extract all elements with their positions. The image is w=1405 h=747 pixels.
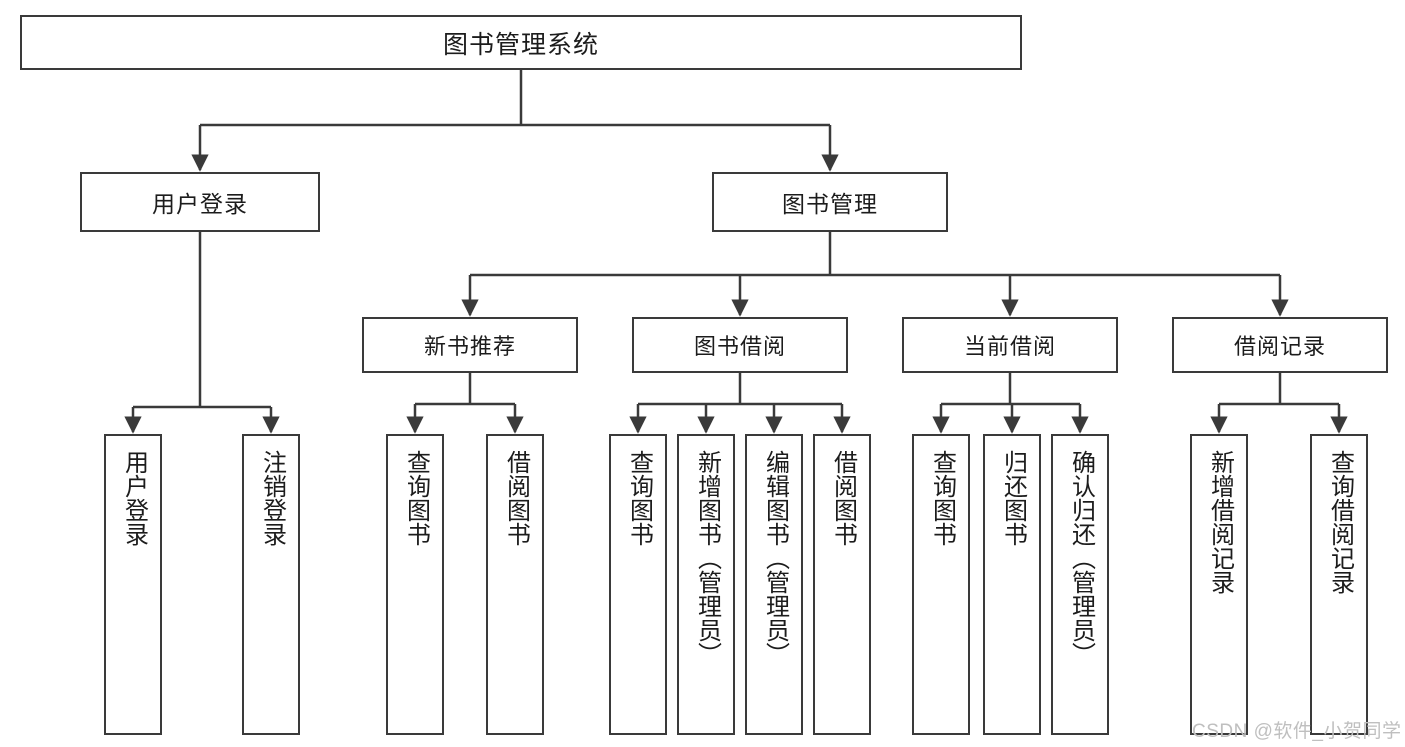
node-current_borrow[interactable]: 当前借阅 bbox=[902, 317, 1118, 373]
node-borrow_record[interactable]: 借阅记录 bbox=[1172, 317, 1388, 373]
node-label: 当前借阅 bbox=[963, 334, 1056, 359]
node-leaf_add_book[interactable]: 新增图书（管理员） bbox=[677, 434, 735, 735]
node-leaf_logout[interactable]: 注销登录 bbox=[242, 434, 300, 735]
node-book_mgmt[interactable]: 图书管理 bbox=[712, 172, 948, 232]
node-leaf_edit_book[interactable]: 编辑图书（管理员） bbox=[745, 434, 803, 735]
node-label: 用户登录 bbox=[152, 191, 248, 217]
node-leaf_user_login[interactable]: 用户登录 bbox=[104, 434, 162, 735]
node-label: 确认归还（管理员） bbox=[1067, 450, 1095, 666]
node-leaf_query_book_1[interactable]: 查询图书 bbox=[386, 434, 444, 735]
node-label: 查询图书 bbox=[625, 450, 653, 546]
node-user_login[interactable]: 用户登录 bbox=[80, 172, 320, 232]
node-label: 查询借阅记录 bbox=[1326, 450, 1354, 594]
node-leaf_query_book_3[interactable]: 查询图书 bbox=[912, 434, 970, 735]
watermark-text: CSDN @软件_小贺同学 bbox=[1192, 721, 1402, 742]
node-label: 注销登录 bbox=[258, 450, 286, 546]
node-leaf_borrow_book_1[interactable]: 借阅图书 bbox=[486, 434, 544, 735]
node-label: 新增借阅记录 bbox=[1206, 450, 1234, 594]
node-label: 图书管理系统 bbox=[442, 30, 599, 59]
node-new_book_rec[interactable]: 新书推荐 bbox=[362, 317, 578, 373]
node-leaf_return_book[interactable]: 归还图书 bbox=[983, 434, 1041, 735]
node-label: 归还图书 bbox=[999, 450, 1027, 546]
node-label: 借阅图书 bbox=[502, 450, 530, 546]
node-label: 新增图书（管理员） bbox=[693, 450, 721, 666]
node-label: 用户登录 bbox=[120, 450, 148, 546]
node-label: 新书推荐 bbox=[423, 334, 516, 359]
node-leaf_query_record[interactable]: 查询借阅记录 bbox=[1310, 434, 1368, 735]
node-label: 查询图书 bbox=[402, 450, 430, 546]
node-leaf_add_record[interactable]: 新增借阅记录 bbox=[1190, 434, 1248, 735]
node-label: 图书管理 bbox=[782, 191, 878, 217]
node-label: 查询图书 bbox=[928, 450, 956, 546]
node-label: 借阅记录 bbox=[1233, 334, 1326, 359]
node-root[interactable]: 图书管理系统 bbox=[20, 15, 1022, 70]
node-leaf_query_book_2[interactable]: 查询图书 bbox=[609, 434, 667, 735]
edge-layer bbox=[124, 70, 1348, 434]
node-leaf_confirm_return[interactable]: 确认归还（管理员） bbox=[1051, 434, 1109, 735]
node-leaf_borrow_book_2[interactable]: 借阅图书 bbox=[813, 434, 871, 735]
node-book_borrow[interactable]: 图书借阅 bbox=[632, 317, 848, 373]
node-label: 编辑图书（管理员） bbox=[761, 450, 789, 666]
node-label: 借阅图书 bbox=[829, 450, 857, 546]
node-label: 图书借阅 bbox=[693, 334, 786, 359]
